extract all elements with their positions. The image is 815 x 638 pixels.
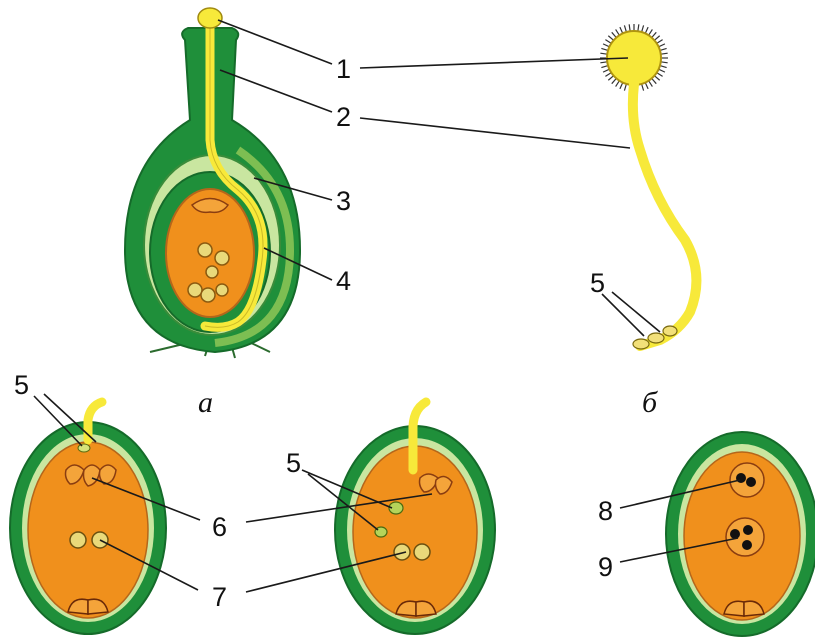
- polar-nucleus: [394, 544, 410, 560]
- pollen-spine: [652, 78, 657, 83]
- pollen-spine: [638, 24, 639, 31]
- pollen-spine: [620, 83, 623, 89]
- pollen-spine: [657, 73, 663, 77]
- polar-nucleus: [70, 532, 86, 548]
- label-5-mid: 5: [286, 448, 301, 478]
- leader-2-a: [220, 70, 332, 112]
- antipodal-cells: [396, 601, 436, 616]
- label-5-left: 5: [14, 370, 29, 400]
- pollen-grain-a: [198, 8, 222, 28]
- label-5-top: 5: [590, 268, 605, 298]
- pollen-spine: [660, 48, 667, 50]
- pollen-spine: [601, 48, 608, 50]
- pollen-spine: [649, 29, 653, 35]
- label-7: 7: [212, 582, 227, 612]
- pollen-spine: [605, 40, 611, 44]
- pollen-spine: [659, 44, 665, 47]
- pollen-spine: [608, 76, 613, 81]
- zygote-nucleus: [736, 473, 746, 483]
- pollen-spine: [654, 36, 659, 41]
- central-nucleus: [743, 525, 753, 535]
- pollen-spine: [642, 84, 644, 91]
- pollen-spine: [660, 66, 667, 68]
- nucleus: [201, 288, 215, 302]
- pollen-spine: [605, 73, 611, 77]
- pollen-spine: [642, 25, 644, 32]
- nucleus: [206, 266, 218, 278]
- pollen-spine: [659, 69, 665, 72]
- pollen-spine: [654, 76, 659, 81]
- label-8: 8: [598, 496, 613, 526]
- leader-1-b: [360, 58, 628, 68]
- leader-2-b: [360, 118, 630, 148]
- pollen-spine: [657, 40, 663, 44]
- central-nucleus: [730, 529, 740, 539]
- pollen-spine: [616, 81, 620, 87]
- pollen-spine: [661, 62, 668, 63]
- central-nucleus: [742, 540, 752, 550]
- nucleus: [198, 243, 212, 257]
- label-3: 3: [336, 186, 351, 216]
- pollen-spine: [600, 53, 607, 54]
- nucleus: [215, 251, 229, 265]
- antipodal-cells: [724, 601, 764, 616]
- pollen-spine: [601, 66, 608, 68]
- sperm-cell: [648, 333, 664, 343]
- central-cell: [726, 518, 764, 556]
- pollen-spine: [600, 62, 607, 63]
- nucleus: [188, 283, 202, 297]
- pollen-spine: [652, 32, 657, 37]
- ovule-bottom-right: [666, 432, 815, 636]
- ovule-bottom-middle: [335, 402, 495, 634]
- pollen-spine: [629, 24, 630, 31]
- label-4: 4: [336, 266, 351, 296]
- pollen-tube-b: [633, 84, 697, 346]
- panel-letter-a: а: [198, 386, 213, 419]
- pollen-spine: [624, 25, 626, 32]
- pollen-spine: [612, 78, 617, 83]
- panel-b-pollen: [600, 24, 696, 349]
- pollen-spine: [645, 27, 648, 33]
- panel-letter-b: б: [642, 386, 658, 419]
- ovule-bottom-left: [10, 402, 166, 634]
- pollen-spine: [624, 84, 626, 91]
- antipodal-cells: [68, 599, 108, 614]
- pollen-spine: [661, 53, 668, 54]
- label-9: 9: [598, 552, 613, 582]
- pollen-spine: [603, 44, 609, 47]
- leader-5-top: [602, 292, 660, 336]
- egg-apparatus: [66, 465, 117, 486]
- sperm-cell: [633, 339, 649, 349]
- pollen-spine: [645, 83, 648, 89]
- label-1: 1: [336, 54, 351, 84]
- pollen-spine: [612, 32, 617, 37]
- zygote-nucleus: [746, 477, 756, 487]
- pollen-spine: [616, 29, 620, 35]
- label-2: 2: [336, 102, 351, 132]
- polar-nucleus: [414, 544, 430, 560]
- label-6: 6: [212, 512, 227, 542]
- sperm-cell: [663, 326, 677, 336]
- pollen-spine: [608, 36, 613, 41]
- sperm-cell: [78, 444, 90, 452]
- zygote: [730, 463, 764, 497]
- pollen-spine: [649, 81, 653, 87]
- pollen-spine: [603, 69, 609, 72]
- pollen-spine: [620, 27, 623, 33]
- nucleus: [216, 284, 228, 296]
